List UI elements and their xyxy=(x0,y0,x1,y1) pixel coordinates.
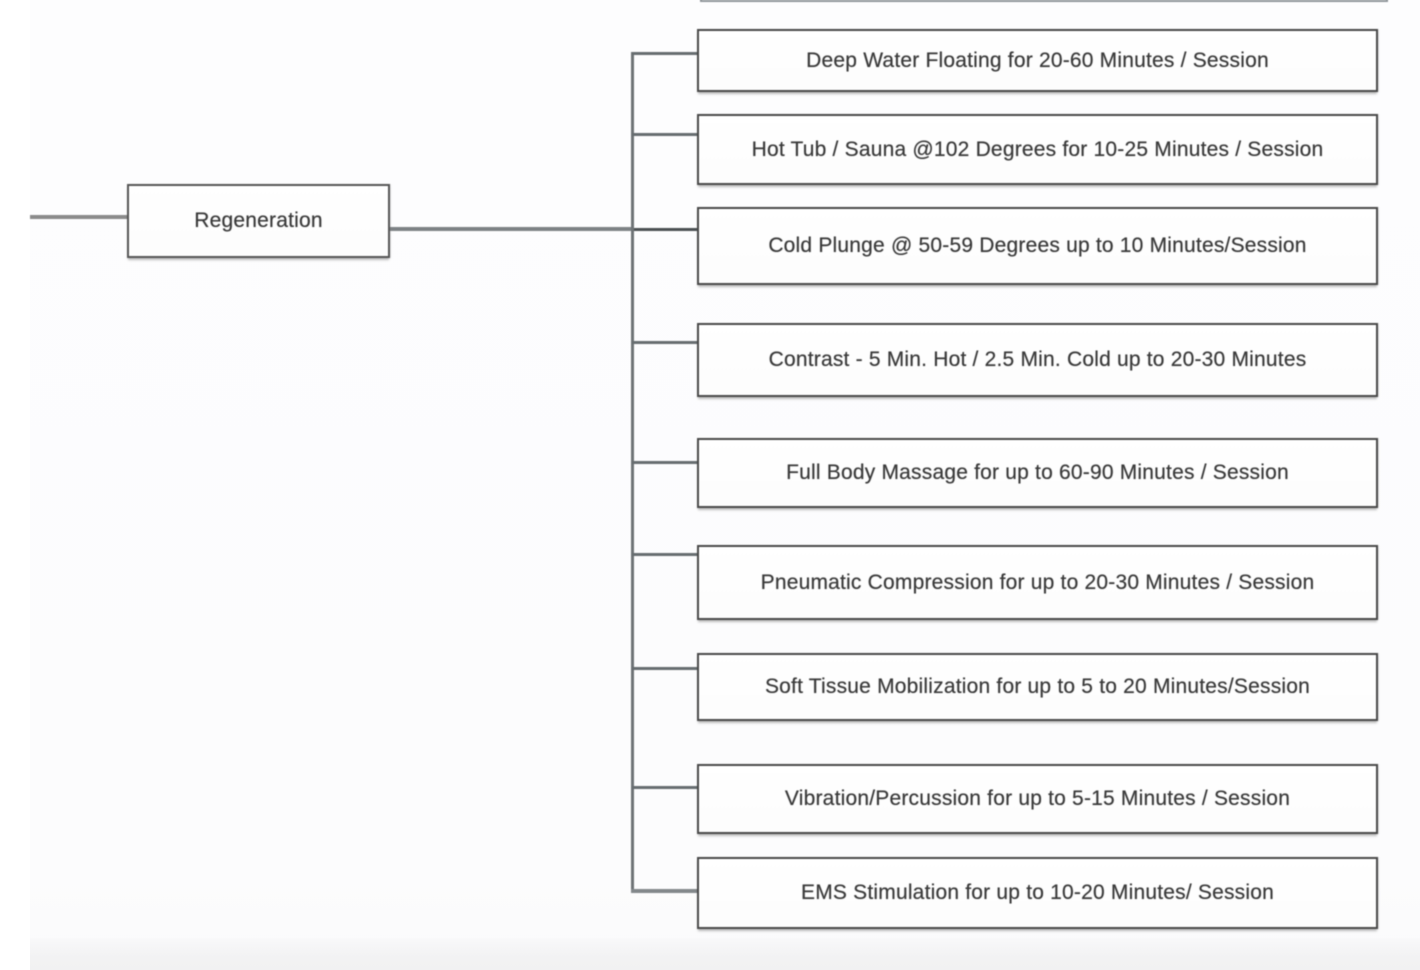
connector-line-full-body-massage xyxy=(632,460,698,464)
tree-trunk-line xyxy=(631,52,634,893)
connector-line-root-to-trunk xyxy=(389,227,634,231)
connector-line-into-root xyxy=(30,215,128,219)
node-label: Cold Plunge @ 50-59 Degrees up to 10 Min… xyxy=(768,234,1307,257)
node-full-body-massage[interactable]: Full Body Massage for up to 60-90 Minute… xyxy=(697,438,1378,508)
node-label: Deep Water Floating for 20-60 Minutes / … xyxy=(806,48,1269,72)
node-label: Vibration/Percussion for up to 5-15 Minu… xyxy=(784,787,1291,810)
node-regeneration[interactable]: Regeneration xyxy=(127,184,390,258)
connector-line-hot-tub xyxy=(632,132,698,136)
connector-line-vibration xyxy=(632,785,698,789)
node-pneumatic-compression[interactable]: Pneumatic Compression for up to 20-30 Mi… xyxy=(697,545,1378,620)
connector-line-contrast xyxy=(632,340,698,344)
bottom-gray-band xyxy=(30,938,1420,970)
node-hot-tub-sauna[interactable]: Hot Tub / Sauna @102 Degrees for 10-25 M… xyxy=(697,114,1378,185)
node-contrast[interactable]: Contrast - 5 Min. Hot / 2.5 Min. Cold up… xyxy=(697,323,1378,397)
connector-line-trunk-to-cold-plunge xyxy=(632,228,698,231)
connector-line-soft-tissue xyxy=(632,666,698,670)
node-label: Soft Tissue Mobilization for up to 5 to … xyxy=(764,675,1311,698)
node-label: Full Body Massage for up to 60-90 Minute… xyxy=(786,461,1289,484)
node-label: Pneumatic Compression for up to 20-30 Mi… xyxy=(760,570,1315,594)
node-vibration-percussion[interactable]: Vibration/Percussion for up to 5-15 Minu… xyxy=(697,764,1378,834)
node-cold-plunge[interactable]: Cold Plunge @ 50-59 Degrees up to 10 Min… xyxy=(697,207,1378,285)
connector-line-deep-water xyxy=(632,51,698,55)
node-ems-stimulation[interactable]: EMS Stimulation for up to 10-20 Minutes/… xyxy=(697,857,1378,929)
connector-line-pneumatic xyxy=(632,552,698,556)
node-label: Hot Tub / Sauna @102 Degrees for 10-25 M… xyxy=(751,137,1324,161)
node-deep-water-floating[interactable]: Deep Water Floating for 20-60 Minutes / … xyxy=(697,29,1378,92)
node-label: Regeneration xyxy=(194,209,323,232)
node-label: Contrast - 5 Min. Hot / 2.5 Min. Cold up… xyxy=(768,348,1307,371)
clipped-node-box[interactable] xyxy=(700,0,1388,2)
node-soft-tissue-mobilization[interactable]: Soft Tissue Mobilization for up to 5 to … xyxy=(697,653,1378,721)
node-label: EMS Stimulation for up to 10-20 Minutes/… xyxy=(801,881,1274,904)
connector-line-ems-corner xyxy=(631,889,698,893)
